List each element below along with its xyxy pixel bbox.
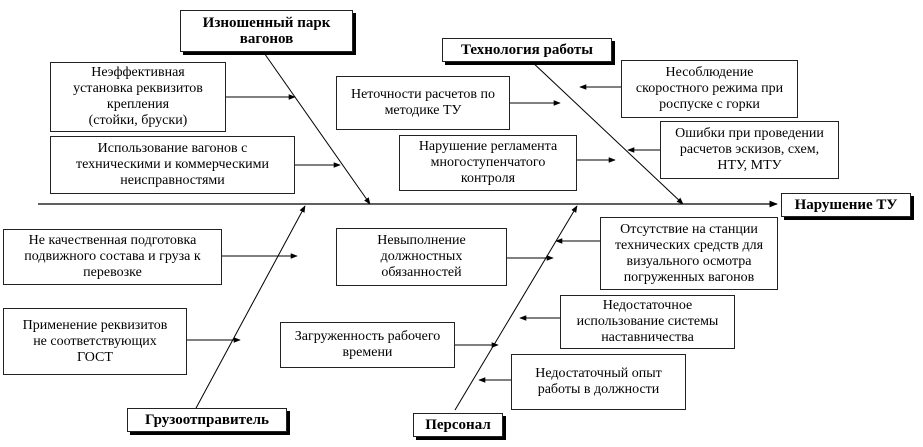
- cause-duties: Невыполнение должностных обязанностей: [336, 228, 507, 286]
- cause-workload: Загруженность рабочего времени: [280, 322, 455, 368]
- bone-shipper: [194, 205, 306, 411]
- bone-technology: [529, 59, 684, 205]
- bone-wagon-park: [261, 49, 371, 205]
- cause-preparation: Не качественная подготовка подвижного со…: [3, 229, 222, 285]
- cause-control-reg: Нарушение регламента многоступенчатого к…: [399, 135, 577, 191]
- effect-box: Нарушение ТУ: [781, 193, 911, 217]
- cause-experience: Недостаточный опыт работы в должности: [511, 354, 686, 410]
- cause-speed-mode: Несоблюдение скоростного режима при росп…: [621, 60, 798, 118]
- category-wagon-park: Изношенный парк вагонов: [180, 10, 353, 52]
- cause-mentoring: Недостаточное использование системы наст…: [560, 295, 735, 349]
- cause-sketch-errors: Ошибки при проведении расчетов эскизов, …: [660, 121, 839, 179]
- category-shipper: Грузоотправитель: [127, 408, 287, 432]
- category-personnel: Персонал: [413, 413, 503, 437]
- cause-gost: Применение реквизитов не соответствующих…: [3, 308, 187, 375]
- category-technology: Технология работы: [442, 38, 612, 62]
- cause-no-means: Отсутствие на станции технических средст…: [600, 217, 778, 290]
- cause-faulty-wagons: Использование вагонов с техническими и к…: [50, 136, 295, 194]
- cause-fastening: Неэффективная установка реквизитов крепл…: [50, 62, 226, 132]
- cause-calc-errors: Неточности расчетов по методике ТУ: [336, 76, 510, 130]
